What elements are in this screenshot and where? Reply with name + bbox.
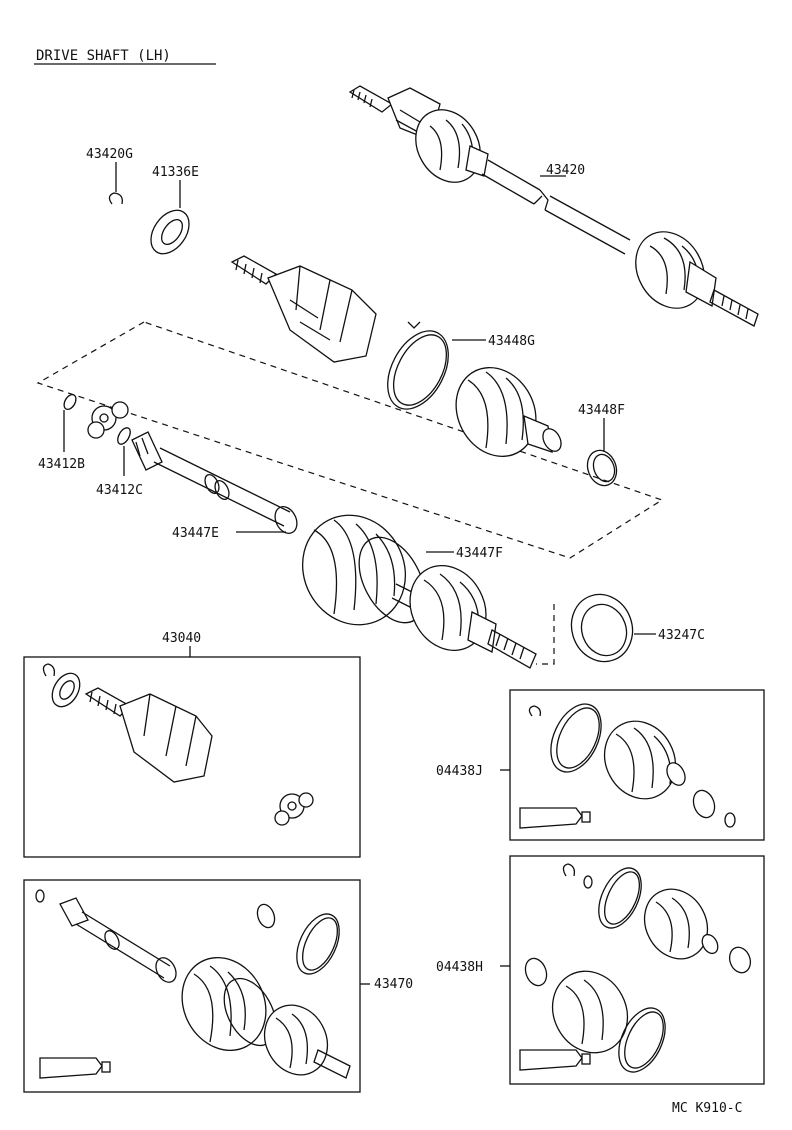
inner-joint-tulip-housing[interactable] [230, 255, 377, 363]
drive-shaft-assembly-43420[interactable] [348, 85, 759, 327]
snap-ring-43412B[interactable] [62, 393, 79, 412]
label-43420G: 43420G [86, 147, 133, 162]
drive-shaft-with-boots[interactable] [131, 431, 537, 669]
figure-code: MC K910-C [672, 1101, 742, 1116]
label-43420: 43420 [546, 163, 585, 178]
dust-cover-43247C[interactable] [562, 586, 642, 670]
label-43447F: 43447F [456, 546, 503, 561]
snap-ring-43412C[interactable] [115, 426, 133, 447]
label-04438H: 04438H [436, 960, 483, 975]
boot-kit-04438J-parts [519, 703, 736, 829]
diagram-title: DRIVE SHAFT (LH) [36, 48, 171, 64]
inner-joint-kit-parts [42, 663, 314, 826]
boot-clamp-43448G[interactable] [375, 321, 460, 420]
label-43040: 43040 [162, 631, 201, 646]
label-04438J: 04438J [436, 764, 483, 779]
tripod-joint[interactable] [87, 401, 129, 439]
kit-dashed-connector [536, 604, 555, 665]
inboard-boot[interactable] [441, 354, 565, 471]
dust-deflector-41336E[interactable] [143, 203, 197, 261]
label-43412C: 43412C [96, 483, 143, 498]
label-43448G: 43448G [488, 334, 535, 349]
label-43470: 43470 [374, 977, 413, 992]
drive-shaft-43470-parts [35, 889, 351, 1079]
label-43447E: 43447E [172, 526, 219, 541]
kit-box-43040[interactable] [23, 656, 361, 858]
drive-shaft-box-43470[interactable] [23, 879, 361, 1093]
snap-ring-43420G[interactable] [108, 192, 123, 205]
boot-clamp-43448F[interactable] [583, 446, 622, 489]
boot-kit-04438H-parts [519, 863, 752, 1073]
label-43247C: 43247C [658, 628, 705, 643]
boot-kit-box-04438H[interactable] [509, 855, 765, 1085]
boot-kit-box-04438J[interactable] [509, 689, 765, 841]
label-43412B: 43412B [38, 457, 85, 472]
label-41336E: 41336E [152, 165, 199, 180]
label-43448F: 43448F [578, 403, 625, 418]
